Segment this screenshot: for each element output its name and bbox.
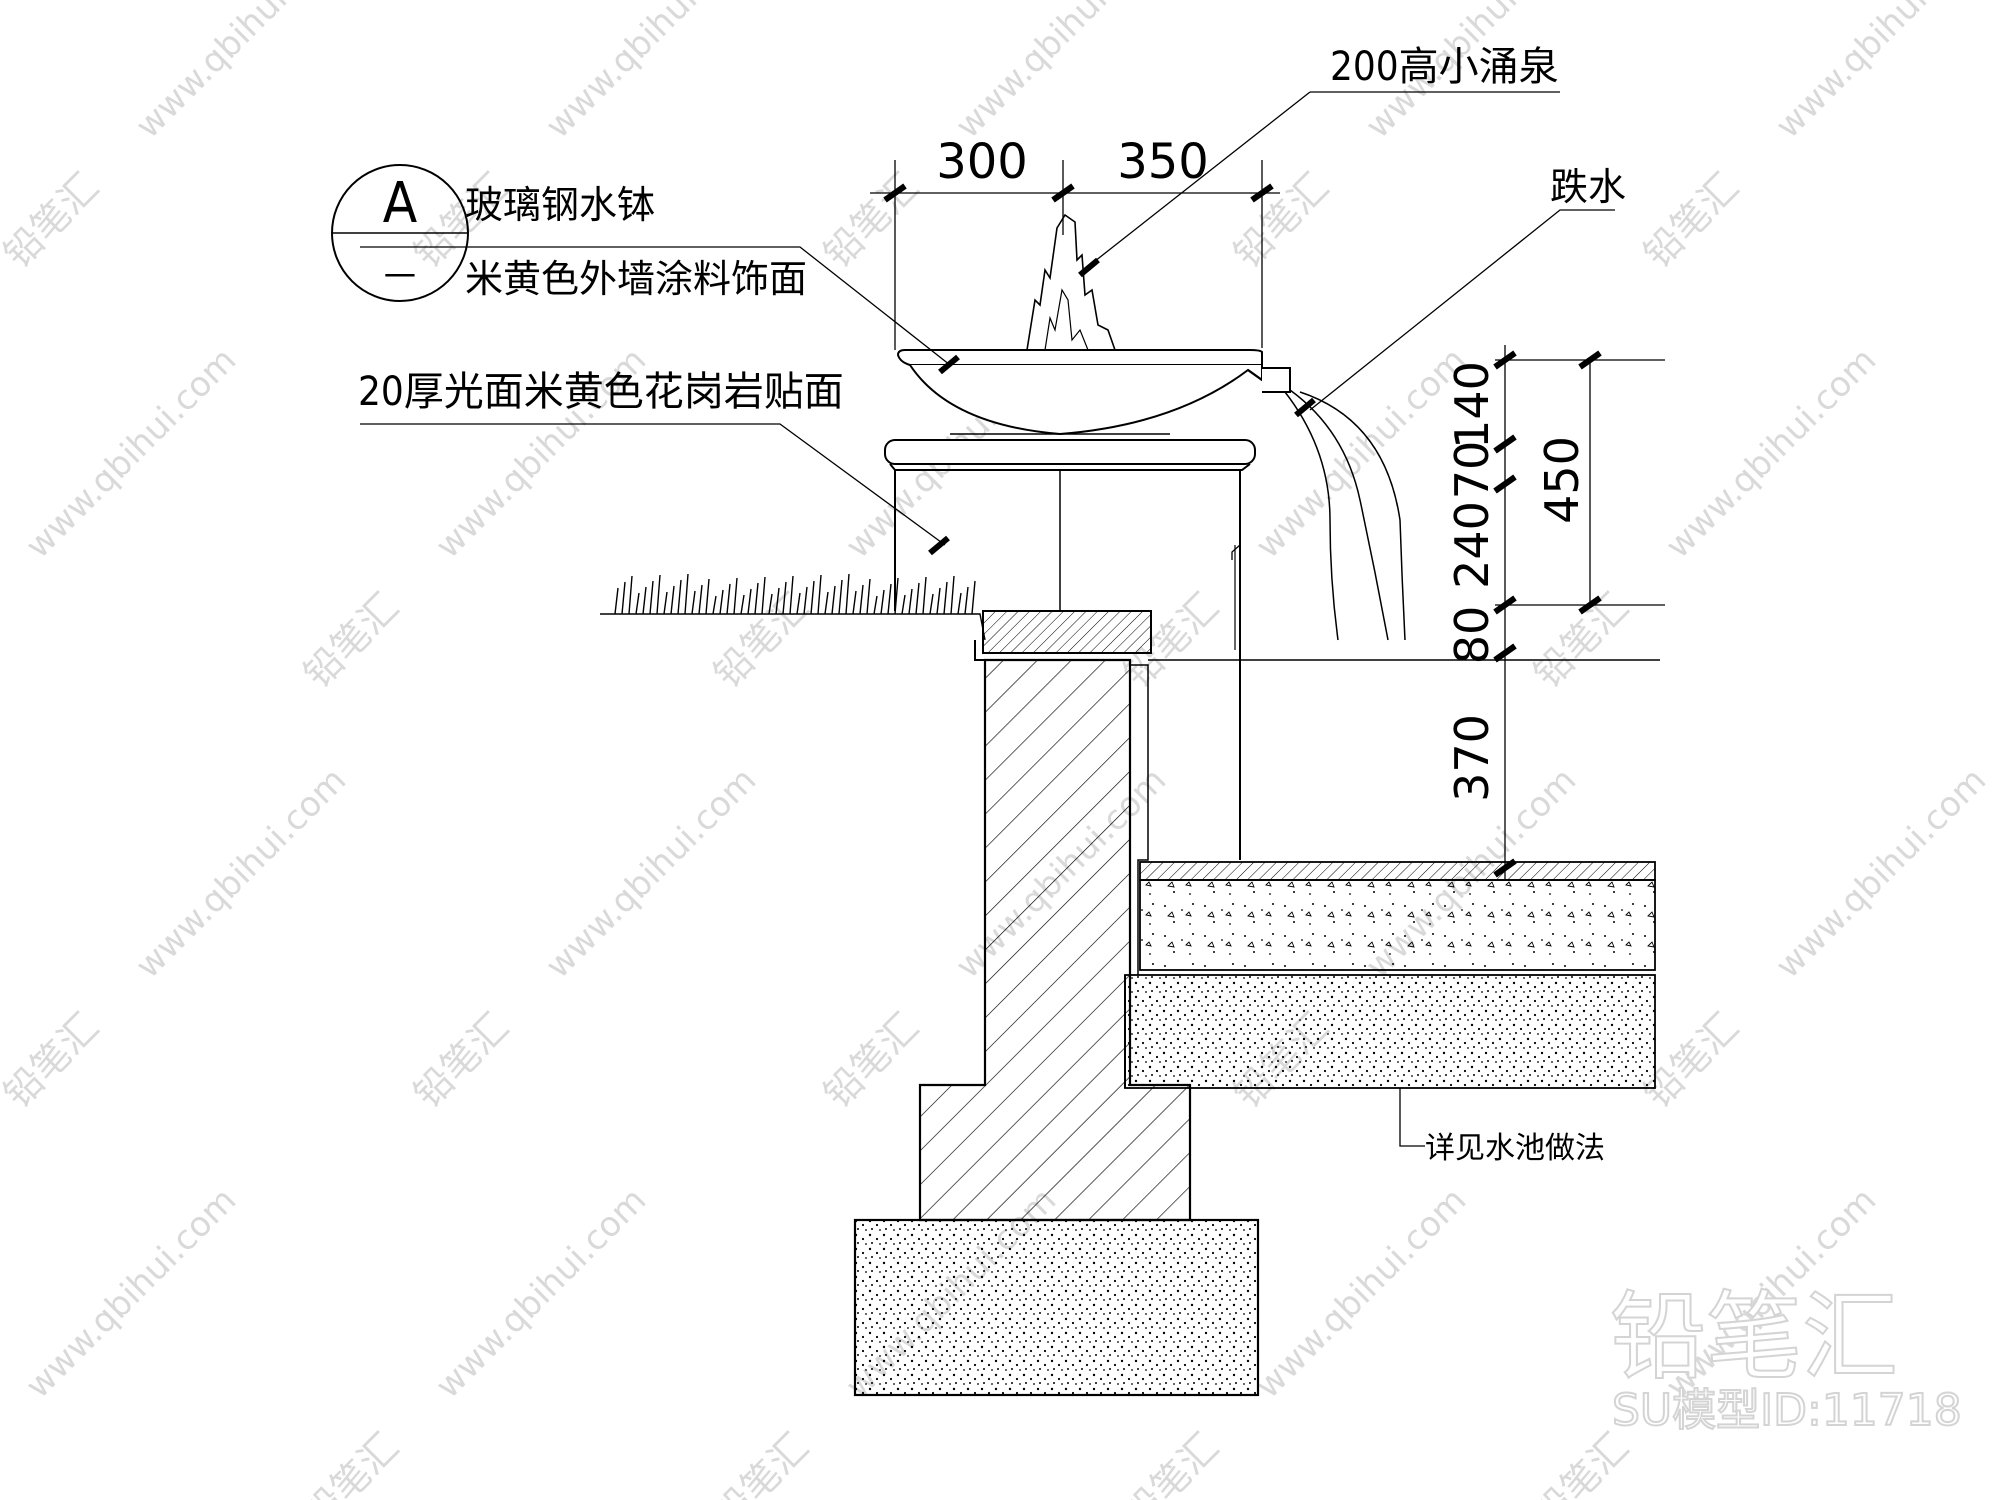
watermark-mark: 铅笔汇 bbox=[1115, 1425, 1227, 1500]
fountain-spray bbox=[1026, 213, 1116, 351]
label-granite: 20厚光面米黄色花岗岩贴面 bbox=[358, 369, 844, 415]
watermark-mark: 铅笔汇 bbox=[0, 165, 107, 277]
watermark-mark: 铅笔汇 bbox=[1225, 165, 1337, 277]
label-pool-ref: 详见水池做法 bbox=[1425, 1131, 1605, 1166]
watermark-mark: 铅笔汇 bbox=[295, 1425, 407, 1500]
pool-concrete-slab bbox=[1139, 879, 1656, 971]
watermark-url: www.qbihui.com bbox=[1248, 1180, 1474, 1406]
section-symbol: A — bbox=[331, 164, 469, 302]
watermark-mark: 铅笔汇 bbox=[1635, 165, 1747, 277]
watermark-url: www.qbihui.com bbox=[18, 1180, 244, 1406]
watermark-url: www.qbihui.com bbox=[428, 1180, 654, 1406]
watermark-mark: 铅笔汇 bbox=[815, 1005, 927, 1117]
dim-70: 70 bbox=[1445, 441, 1499, 500]
section-symbol-sub: — bbox=[384, 253, 416, 294]
watermark-mark: 铅笔汇 bbox=[705, 1425, 817, 1500]
section-symbol-letter: A bbox=[383, 171, 418, 236]
dim-370: 370 bbox=[1445, 714, 1499, 802]
cascade-water bbox=[1284, 389, 1406, 641]
leader-lines bbox=[360, 91, 1615, 1147]
pool-gravel-base bbox=[1124, 974, 1656, 1089]
watermark-url: www.qbihui.com bbox=[128, 0, 354, 146]
watermark-mark: 铅笔汇 bbox=[0, 1005, 107, 1117]
fountain-spray-inner bbox=[1044, 288, 1089, 351]
watermark-url: www.qbihui.com bbox=[128, 760, 354, 986]
dim-240: 240 bbox=[1445, 501, 1499, 589]
dim-140: 140 bbox=[1445, 361, 1499, 449]
fountain-pedestal bbox=[884, 439, 1256, 860]
pool-finish-layer bbox=[1139, 861, 1656, 881]
watermark-url: www.qbihui.com bbox=[948, 0, 1174, 146]
brand-watermark: 铅笔汇 bbox=[1610, 1281, 1898, 1393]
watermark-mark: 铅笔汇 bbox=[295, 585, 407, 697]
dim-300: 300 bbox=[936, 134, 1028, 190]
model-id-watermark: SU模型ID:11718 bbox=[1612, 1385, 1962, 1436]
dimension-ticks bbox=[883, 183, 1602, 878]
vertical-dimension-texts: 140 70 240 80 370 450 bbox=[1445, 361, 1589, 802]
watermark-mark: 铅笔汇 bbox=[1525, 585, 1637, 697]
watermark-url: www.qbihui.com bbox=[18, 340, 244, 566]
watermark-url: www.qbihui.com bbox=[1658, 340, 1884, 566]
dim-450: 450 bbox=[1535, 436, 1589, 524]
dim-80: 80 bbox=[1445, 606, 1499, 665]
label-bowl-material: 玻璃钢水钵 bbox=[465, 183, 655, 227]
coping-stone bbox=[982, 610, 1152, 654]
leader-ticks bbox=[928, 257, 1316, 556]
watermark-url: www.qbihui.com bbox=[1768, 0, 1994, 146]
footing bbox=[853, 1218, 1260, 1397]
label-bowl-finish: 米黄色外墙涂料饰面 bbox=[465, 257, 807, 301]
dim-350: 350 bbox=[1117, 134, 1209, 190]
watermark-mark: 铅笔汇 bbox=[405, 1005, 517, 1117]
watermark-url: www.qbihui.com bbox=[538, 0, 764, 146]
waterproof-lining bbox=[1130, 664, 1149, 975]
cascade-spout bbox=[1262, 367, 1291, 393]
fiberglass-bowl bbox=[896, 349, 1263, 436]
label-fountain: 200高小涌泉 bbox=[1330, 44, 1559, 90]
watermark-url: www.qbihui.com bbox=[1768, 760, 1994, 986]
label-cascade: 跌水 bbox=[1550, 165, 1626, 209]
watermark-mark: 铅笔汇 bbox=[815, 165, 927, 277]
watermark-url: www.qbihui.com bbox=[538, 760, 764, 986]
